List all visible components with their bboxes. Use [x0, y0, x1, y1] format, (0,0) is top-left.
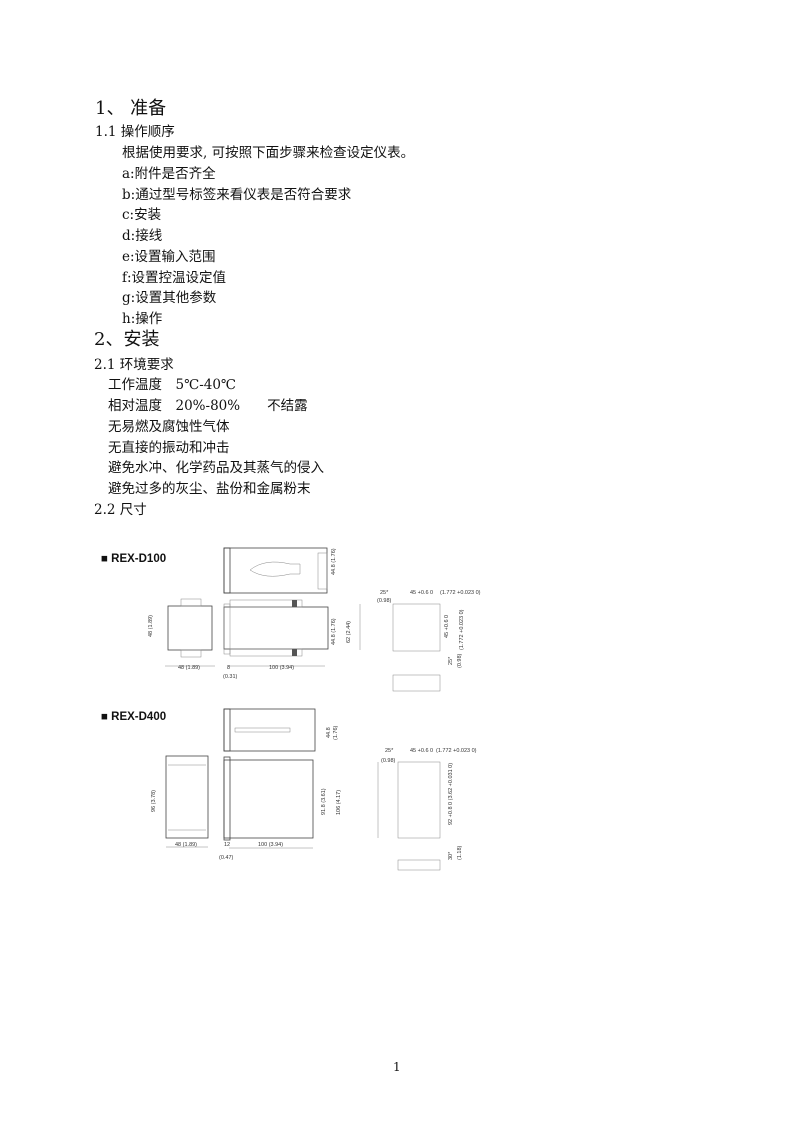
dim: (1.772 +0.023 0): [440, 590, 481, 596]
dim: 106 (4.17): [336, 790, 342, 815]
dim: 8: [227, 665, 230, 671]
d400-drawing: 44.8 (1.76) 96 (3.78) 48 (1.89) 12 (0.47…: [151, 708, 477, 871]
dim: 96 (3.78): [151, 790, 157, 812]
env-water: 避免水冲、化学药品及其蒸气的侵入: [108, 460, 324, 476]
env-humidity: 相对温度 20%-80% 不结露: [108, 398, 308, 414]
dim: 25*: [448, 656, 454, 665]
dim: 44.8 (1.76): [331, 618, 337, 645]
env-vibration: 无直接的振动和冲击: [108, 440, 230, 456]
dim: (0.98): [377, 598, 392, 604]
dim: 45 +0.6 0: [410, 590, 433, 596]
step-a: a:附件是否齐全: [122, 166, 216, 182]
section-2-2-heading: 2.2 尺寸: [94, 502, 147, 518]
page-number: 1: [393, 1060, 401, 1074]
section-2-1-heading: 2.1 环境要求: [94, 357, 174, 373]
section-1-1-heading: 1.1 操作顺序: [95, 124, 175, 140]
dim: 12: [224, 842, 230, 848]
dim: 44.8: [326, 727, 332, 738]
dim: 45 +0.6 0: [410, 748, 433, 754]
dim: 91.8 (3.61): [321, 788, 327, 815]
dim: (1.772 +0.023 0): [459, 609, 465, 650]
dim: (0.98): [381, 758, 396, 764]
step-d: d:接线: [122, 228, 163, 244]
dim: 48 (1.89): [175, 842, 197, 848]
dim: (0.47): [219, 855, 234, 861]
step-b: b:通过型号标签来看仪表是否符合要求: [122, 187, 352, 203]
dim: 48 (1.89): [148, 615, 154, 637]
env-temp: 工作温度 5℃-40℃: [108, 377, 237, 393]
dim: 100 (3.94): [258, 842, 283, 848]
step-h: h:操作: [122, 311, 163, 327]
step-g: g:设置其他参数: [122, 290, 217, 306]
dim: (1.772 +0.023 0): [436, 748, 477, 754]
dim: 25*: [380, 590, 389, 596]
dim: 45 +0.6 0: [444, 615, 450, 638]
dim: 92 +0.8 0 (3.62 +0.031 0): [448, 763, 454, 825]
section-1-heading: 1、 准备: [95, 98, 167, 119]
figure-label-d400: ■ REX-D400: [101, 711, 167, 723]
step-c: c:安装: [122, 207, 162, 223]
dim: 100 (3.94): [269, 665, 294, 671]
env-gas: 无易燃及腐蚀性气体: [108, 419, 230, 435]
dim: 48 (1.89): [178, 665, 200, 671]
dim: (0.98): [457, 653, 463, 668]
figure-label-d100: ■ REX-D100: [101, 553, 167, 565]
env-dust: 避免过多的灰尘、盐份和金属粉末: [108, 481, 311, 497]
dim: 44.8 (1.76): [331, 548, 337, 575]
dim: (1.76): [333, 725, 339, 740]
d100-drawing: 44.8 (1.76) 48 (1.89) 48 (1.89) 8 (0.31)…: [148, 547, 481, 692]
dim: (1.18): [457, 845, 463, 860]
dim: 30*: [448, 851, 454, 860]
step-f: f:设置控温设定值: [122, 270, 227, 286]
intro-text: 根据使用要求, 可按照下面步骤来检查设定仪表。: [122, 145, 415, 161]
dim: 25*: [385, 748, 394, 754]
dim: (0.31): [223, 674, 238, 680]
dim: 62 (2.44): [346, 621, 352, 643]
step-e: e:设置输入范围: [122, 249, 216, 265]
section-2-heading: 2、安装: [94, 329, 160, 350]
